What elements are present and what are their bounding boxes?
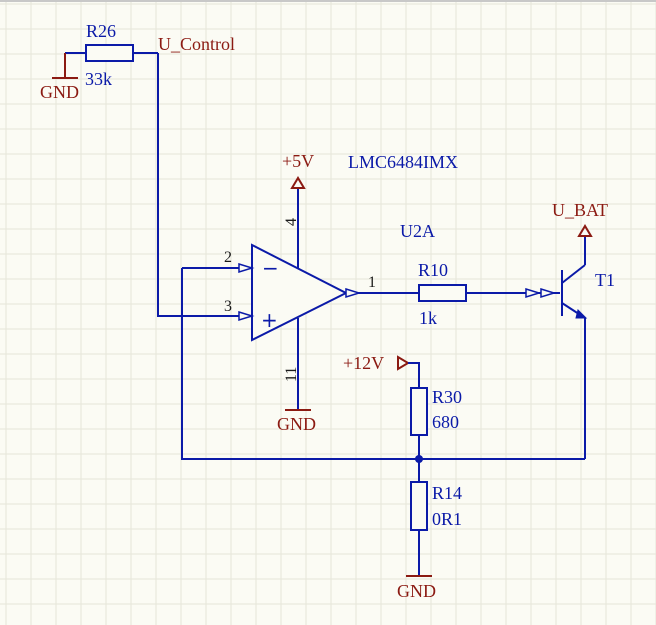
gnd-label-r14: GND: [397, 581, 436, 601]
u-control-wire: [157, 53, 252, 317]
r30-ref: R30: [432, 387, 462, 407]
opamp-minus-sign: −: [262, 256, 279, 280]
u-bat-net-label: U_BAT: [552, 200, 608, 220]
u-bat-power-symbol: [577, 224, 593, 237]
pin3-arrow: [238, 310, 255, 322]
r26-value: 33k: [85, 69, 112, 89]
r10-value: 1k: [419, 308, 437, 328]
plus5v-power-symbol: [290, 176, 306, 189]
pin4-number: 4: [283, 218, 300, 226]
gnd-label-opamp: GND: [277, 414, 316, 434]
u-control-net-label: U_Control: [158, 34, 235, 54]
r14-ref: R14: [432, 483, 462, 503]
t1-base-arrow-a: [525, 287, 542, 299]
plus12v-power-symbol: [397, 355, 410, 371]
r10-resistor[interactable]: [418, 284, 467, 302]
pin3-number: 3: [224, 298, 232, 315]
u2a-ref: U2A: [400, 221, 435, 241]
plus12v-label: +12V: [343, 353, 384, 373]
gnd-symbol-r26: [52, 53, 78, 79]
r26-body: [85, 44, 134, 62]
gnd-label-r26: GND: [40, 82, 79, 102]
plus5v-label: +5V: [282, 151, 314, 171]
t1-ref: T1: [595, 270, 615, 290]
pin2-number: 2: [224, 249, 232, 266]
pin11-number: 11: [283, 367, 300, 382]
r10-ref: R10: [418, 260, 448, 280]
output-arrow: [345, 287, 362, 299]
feedback-wire: [181, 268, 585, 460]
opamp-plus-sign: +: [261, 308, 278, 332]
r26-resistor[interactable]: [85, 44, 134, 62]
r14-value: 0R1: [432, 509, 462, 529]
pin2-arrow: [238, 262, 255, 274]
r30-resistor[interactable]: [410, 387, 428, 436]
r26-ref: R26: [86, 21, 116, 41]
plus12v-wire: [408, 362, 420, 388]
pin1-number: 1: [368, 274, 376, 291]
u2a-opamp[interactable]: [251, 243, 349, 342]
t1-base-arrow-b: [540, 287, 557, 299]
u2a-part-number: LMC6484IMX: [348, 152, 458, 172]
r30-value: 680: [432, 412, 459, 432]
r14-resistor[interactable]: [410, 481, 428, 531]
t1-transistor[interactable]: [561, 264, 588, 319]
